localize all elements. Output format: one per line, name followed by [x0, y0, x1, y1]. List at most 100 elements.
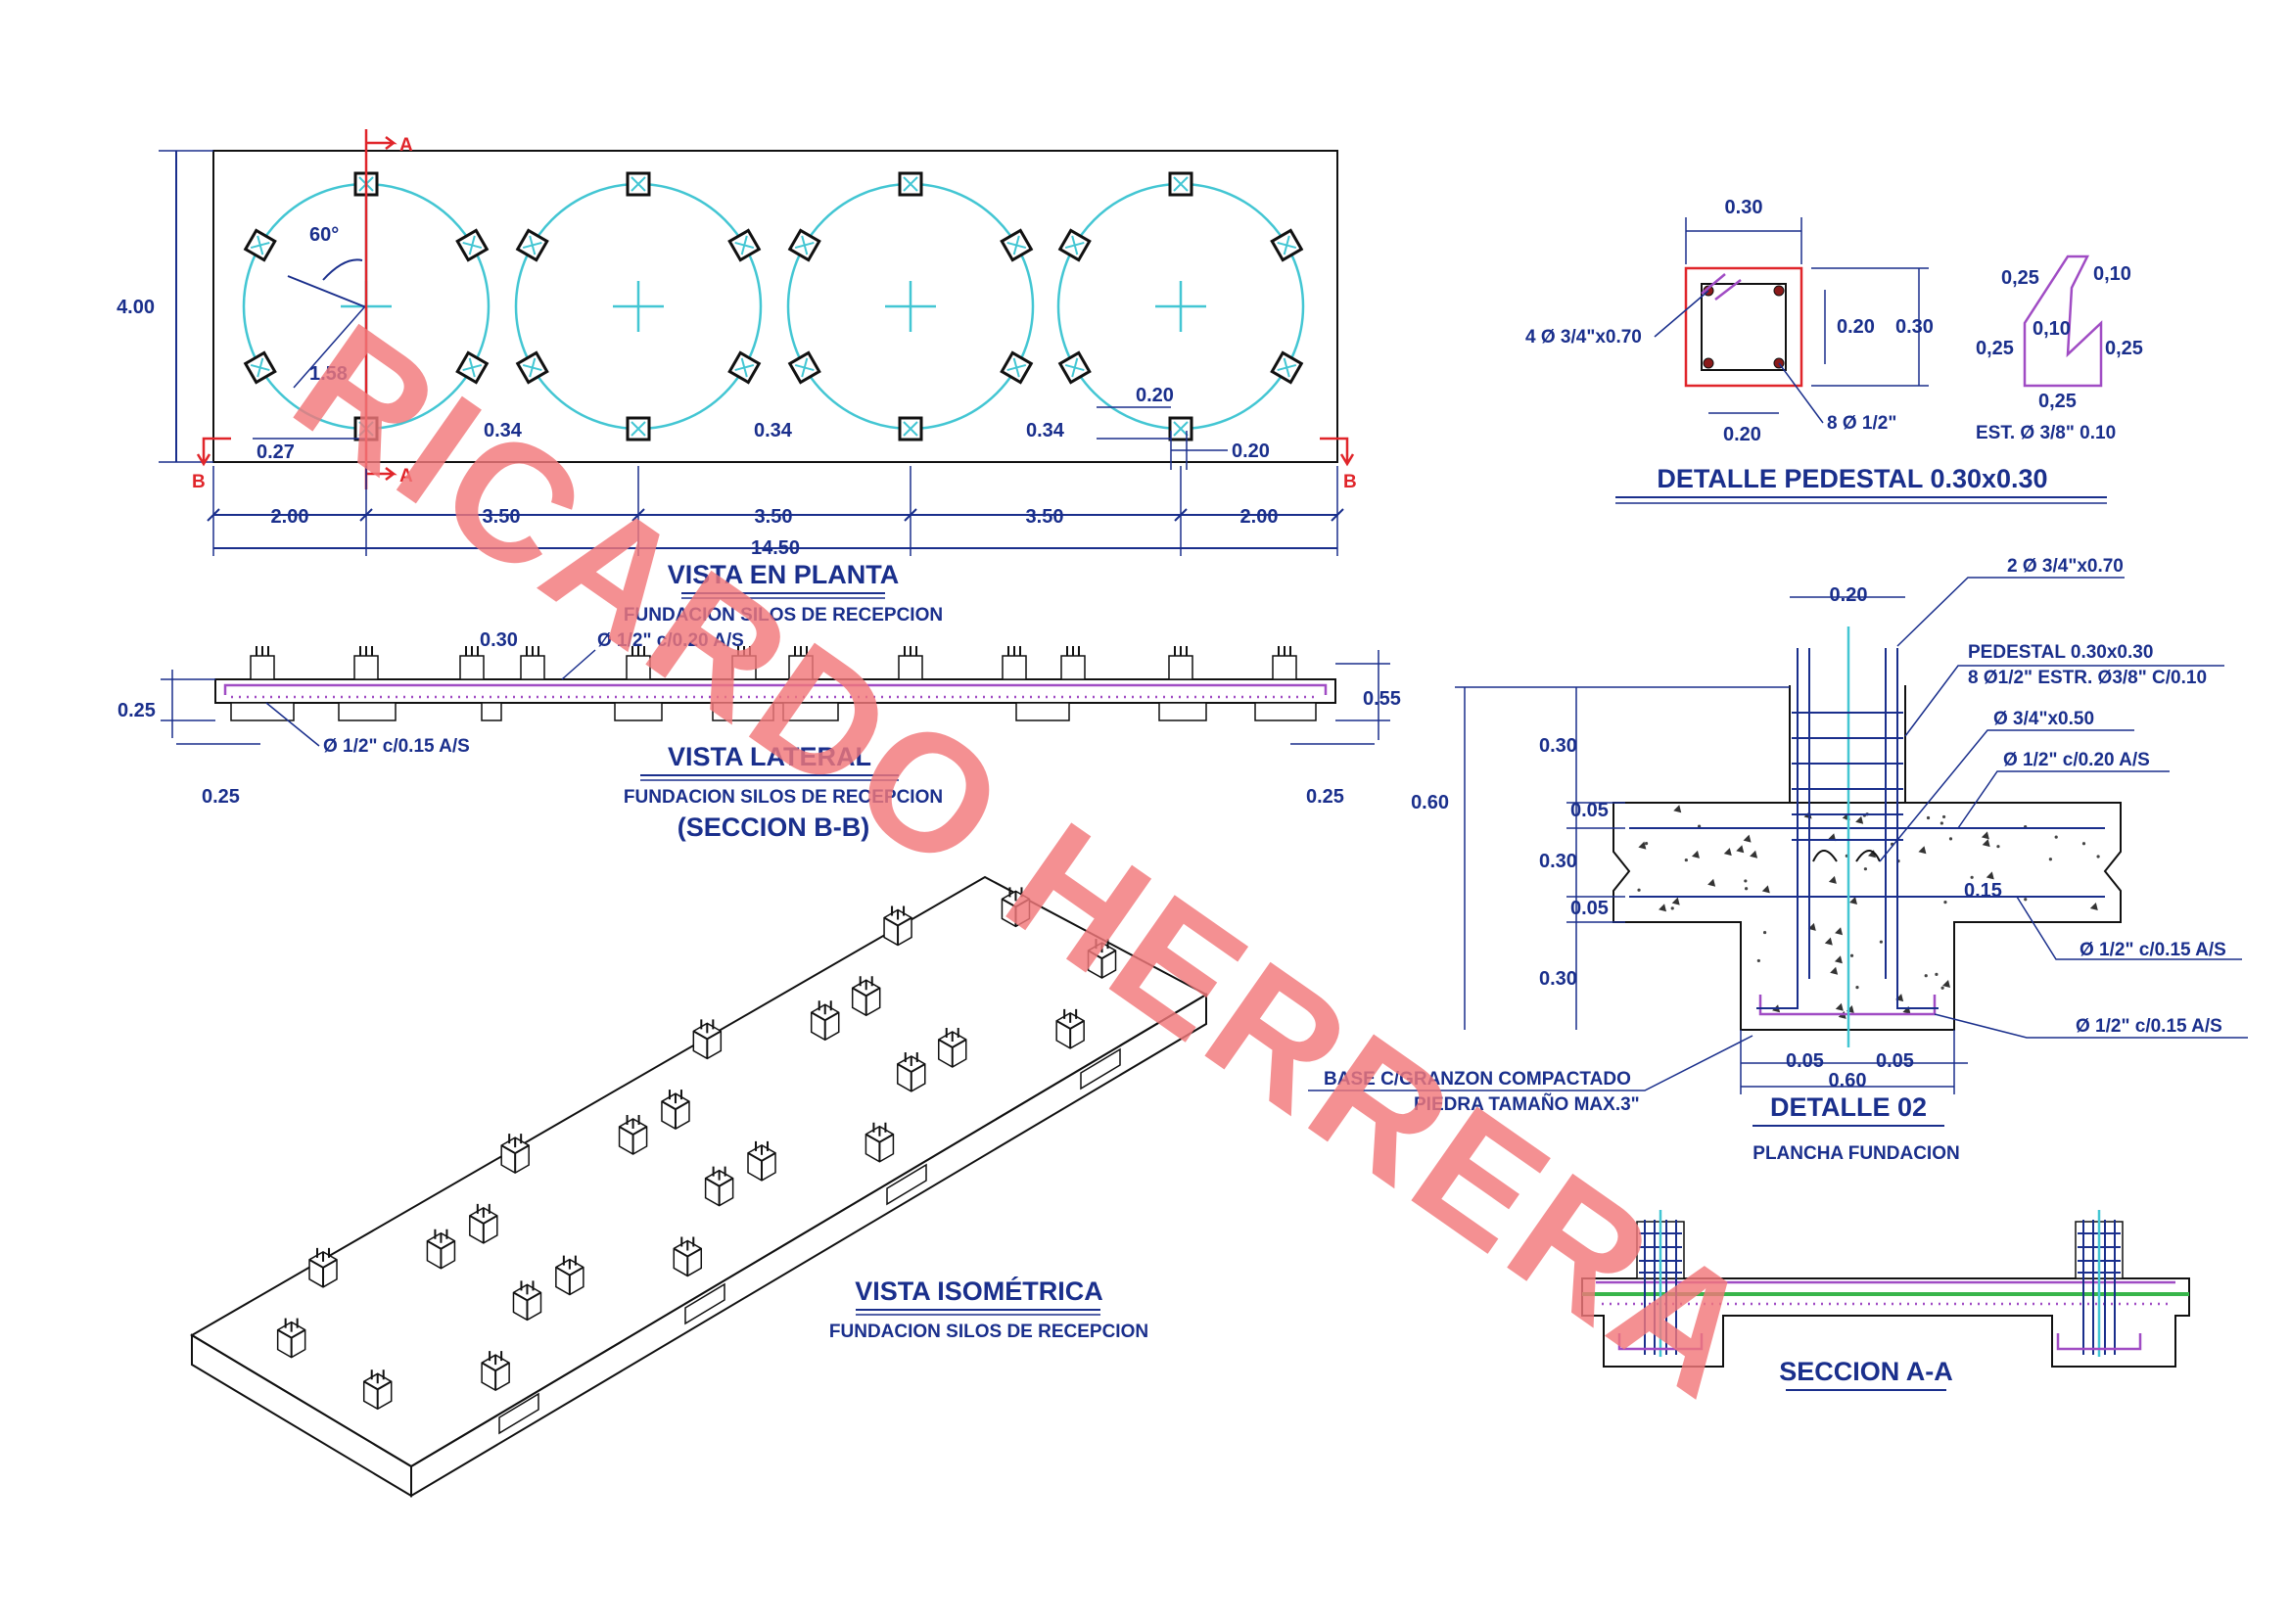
- detail02-ped-bar-right: [1896, 648, 1939, 1009]
- iso-pedestal: [555, 1255, 584, 1296]
- plan-pedestal-cross: [794, 235, 815, 255]
- iso-pedestal: [897, 1051, 926, 1092]
- iso-pedestal-edges: [705, 1177, 734, 1206]
- plan-pedestal: [1168, 171, 1193, 197]
- plan-pedestal-cross: [631, 176, 646, 192]
- detail-02: 0.20 2 Ø 3/4"x0.70 PEDESTAL 0.30x0.30 8 …: [1308, 556, 2248, 1164]
- iso-beam: [498, 1392, 539, 1435]
- concrete-speckle: [1824, 937, 1833, 946]
- ped-bottom-dim: 0.20: [1723, 424, 1761, 445]
- plan-pedestal-cross: [1064, 357, 1085, 378]
- isometric-view: VISTA ISOMÉTRICA FUNDACION SILOS DE RECE…: [190, 875, 1209, 1498]
- plan-pedestal-cross: [250, 235, 270, 255]
- plan-pedestal: [626, 171, 651, 197]
- iso-pedestal: [810, 1000, 840, 1042]
- concrete-speckle: [1762, 930, 1767, 935]
- lateral-slab: [214, 678, 1336, 704]
- concrete-speckle: [1745, 887, 1749, 891]
- concrete-speckle: [1697, 824, 1702, 828]
- dim-slash: [207, 508, 220, 522]
- iso-pedestal-bars: [859, 976, 873, 991]
- dim-slash: [1174, 508, 1188, 522]
- concrete-speckle: [1743, 834, 1752, 843]
- concrete-speckle: [1940, 986, 1944, 990]
- iso-pedestal: [1001, 887, 1031, 928]
- iso-pedestal-edges: [1001, 898, 1030, 927]
- detail02-bottom-dim-1: 0.05: [1786, 1050, 1824, 1072]
- concrete-speckle: [1970, 875, 1974, 879]
- dim-slash: [1331, 508, 1344, 522]
- plan-pedestal-cross: [734, 357, 755, 378]
- iso-pedestal-bars: [755, 1140, 770, 1155]
- detail02-left-dim-1: 0.30: [1539, 735, 1577, 757]
- concrete-speckle: [1761, 885, 1770, 894]
- lateral-right-dim: 0.55: [1363, 688, 1401, 710]
- section-aa-pedestals: [1617, 1210, 2142, 1357]
- ped-top-dim: 0.30: [1725, 197, 1763, 218]
- plan-dim-1: 2.00: [271, 506, 309, 528]
- concrete-speckle: [1849, 896, 1858, 905]
- iso-pedestal-bars: [668, 1090, 682, 1104]
- lateral-rebar-bottom-leader: [265, 702, 320, 747]
- detail02-ped-bar-left: [1756, 648, 1799, 1009]
- plan-pedestal-cross: [250, 357, 270, 378]
- plan-dim-5: 2.00: [1240, 506, 1279, 528]
- concrete-speckle: [1670, 906, 1674, 910]
- ped-bars2-label: 8 Ø 1/2": [1827, 413, 1896, 434]
- stirrup-dim-1: 0,25: [2001, 267, 2039, 289]
- iso-pedestal-edges: [811, 1011, 840, 1041]
- iso-pedestal: [618, 1114, 648, 1155]
- iso-pedestal: [883, 905, 912, 947]
- ped-dim-1: 0.20: [1136, 385, 1174, 406]
- detail02-base-label: BASE C/GRANZON COMPACTADO: [1324, 1069, 1631, 1090]
- lateral-pedestal-bars: [465, 646, 479, 656]
- concrete-speckle: [1863, 867, 1867, 871]
- detail02-ped-spec: 8 Ø1/2" ESTR. Ø3/8" C/0.10: [1968, 668, 2207, 688]
- iso-pedestal-edges: [661, 1100, 690, 1130]
- plan-pedestal-cross: [1277, 235, 1297, 255]
- section-aa: SECCION A-A: [1581, 1210, 2190, 1391]
- dim-ticks: [207, 466, 1344, 556]
- plan-dim-2: 3.50: [483, 506, 521, 528]
- concrete-speckle: [1671, 897, 1680, 905]
- plan-pedestal: [898, 171, 923, 197]
- concrete-speckle: [1835, 1002, 1844, 1011]
- concrete-speckle: [1659, 904, 1667, 912]
- plan-pedestal: [727, 228, 762, 262]
- concrete-speckle: [1855, 986, 1859, 990]
- plan-height-dim: 4.00: [117, 297, 155, 318]
- iso-pedestal: [1087, 939, 1117, 979]
- plan-pedestal: [727, 350, 762, 385]
- iso-pedestal-edges: [852, 987, 881, 1016]
- detail02-dowel-label: Ø 3/4"x0.50: [1993, 709, 2094, 729]
- concrete-speckle: [2096, 855, 2100, 858]
- iso-pedestals: [276, 887, 1117, 1411]
- concrete-speckle: [1828, 875, 1837, 884]
- plan-angle: 60°: [309, 224, 339, 246]
- lateral-rebar-top-leader: [561, 649, 596, 680]
- iso-pedestal-edges: [938, 1039, 967, 1067]
- inner-dim-3: 0.34: [754, 420, 793, 441]
- lateral-pedestal-bars: [256, 646, 269, 656]
- iso-pedestal-edges: [363, 1380, 393, 1410]
- concrete-speckle: [1744, 879, 1748, 883]
- iso-pedestal-edges: [747, 1151, 776, 1181]
- concrete-speckle: [1918, 846, 1927, 855]
- detail02-bottom-dim-2: 0.05: [1876, 1050, 1914, 1072]
- iso-pedestal-bars: [904, 1051, 918, 1066]
- concrete-speckle: [1941, 979, 1950, 988]
- lateral-title: VISTA LATERAL: [668, 742, 871, 771]
- iso-pedestal-bars: [508, 1134, 523, 1148]
- concrete-speckle: [1723, 848, 1732, 857]
- iso-pedestal-edges: [897, 1063, 926, 1091]
- concrete-speckle: [1849, 953, 1854, 957]
- concrete-speckles: [1637, 805, 2100, 1019]
- iso-pedestal-bars: [700, 1019, 715, 1034]
- iso-pedestal-bars: [891, 905, 906, 920]
- lateral-pedestal: [788, 655, 814, 680]
- plan-pedestal-cross: [1006, 357, 1027, 378]
- concrete-speckle: [1981, 831, 1989, 840]
- dim-slash: [904, 508, 917, 522]
- plan-pedestal-cross: [631, 421, 646, 437]
- detail02-mid-dim: 0.15: [1964, 880, 2002, 902]
